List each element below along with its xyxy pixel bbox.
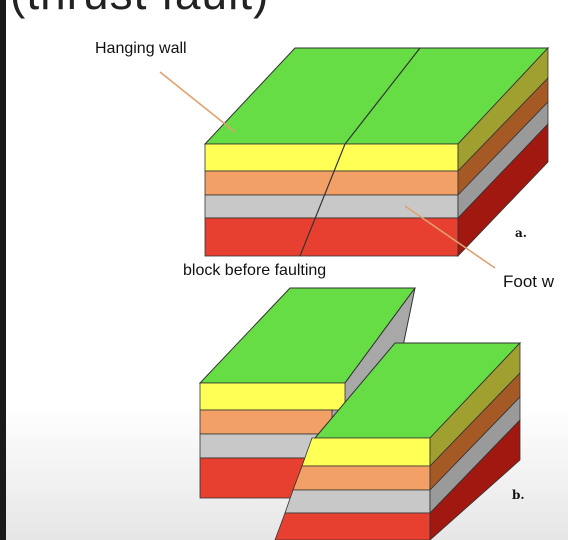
before-faulting-label: block before faulting	[183, 262, 327, 279]
block-b-foot-orange	[292, 465, 431, 491]
block-a-fault-trace	[299, 47, 421, 257]
slide-left-border	[0, 0, 6, 540]
block-a-orange-layer	[204, 170, 459, 196]
block-b-side-red	[429, 419, 521, 540]
block-a-red-layer	[204, 217, 459, 257]
block-b-foot-gray	[284, 489, 431, 514]
slide-title: (thrust fault)	[10, 0, 269, 20]
block-b-hanging-gray	[199, 433, 323, 459]
block-b-foot-yellow	[301, 437, 431, 467]
foot-wall-label: Foot w	[503, 272, 555, 291]
block-a-gray-layer	[204, 194, 459, 219]
figure-a-label: a.	[515, 226, 527, 240]
block-b-hanging-orange	[199, 409, 333, 435]
block-b-hanging-yellow	[199, 382, 346, 411]
foot-wall-pointer	[404, 205, 496, 269]
block-b-foot-red	[274, 512, 431, 540]
block-b	[198, 287, 522, 540]
block-a-yellow-layer	[204, 143, 459, 172]
hanging-wall-label: Hanging wall	[95, 40, 187, 57]
block-b-hanging-red	[199, 457, 309, 499]
hanging-wall-pointer	[159, 71, 236, 133]
figure-b-label: b.	[512, 488, 525, 502]
block-a	[203, 46, 550, 257]
